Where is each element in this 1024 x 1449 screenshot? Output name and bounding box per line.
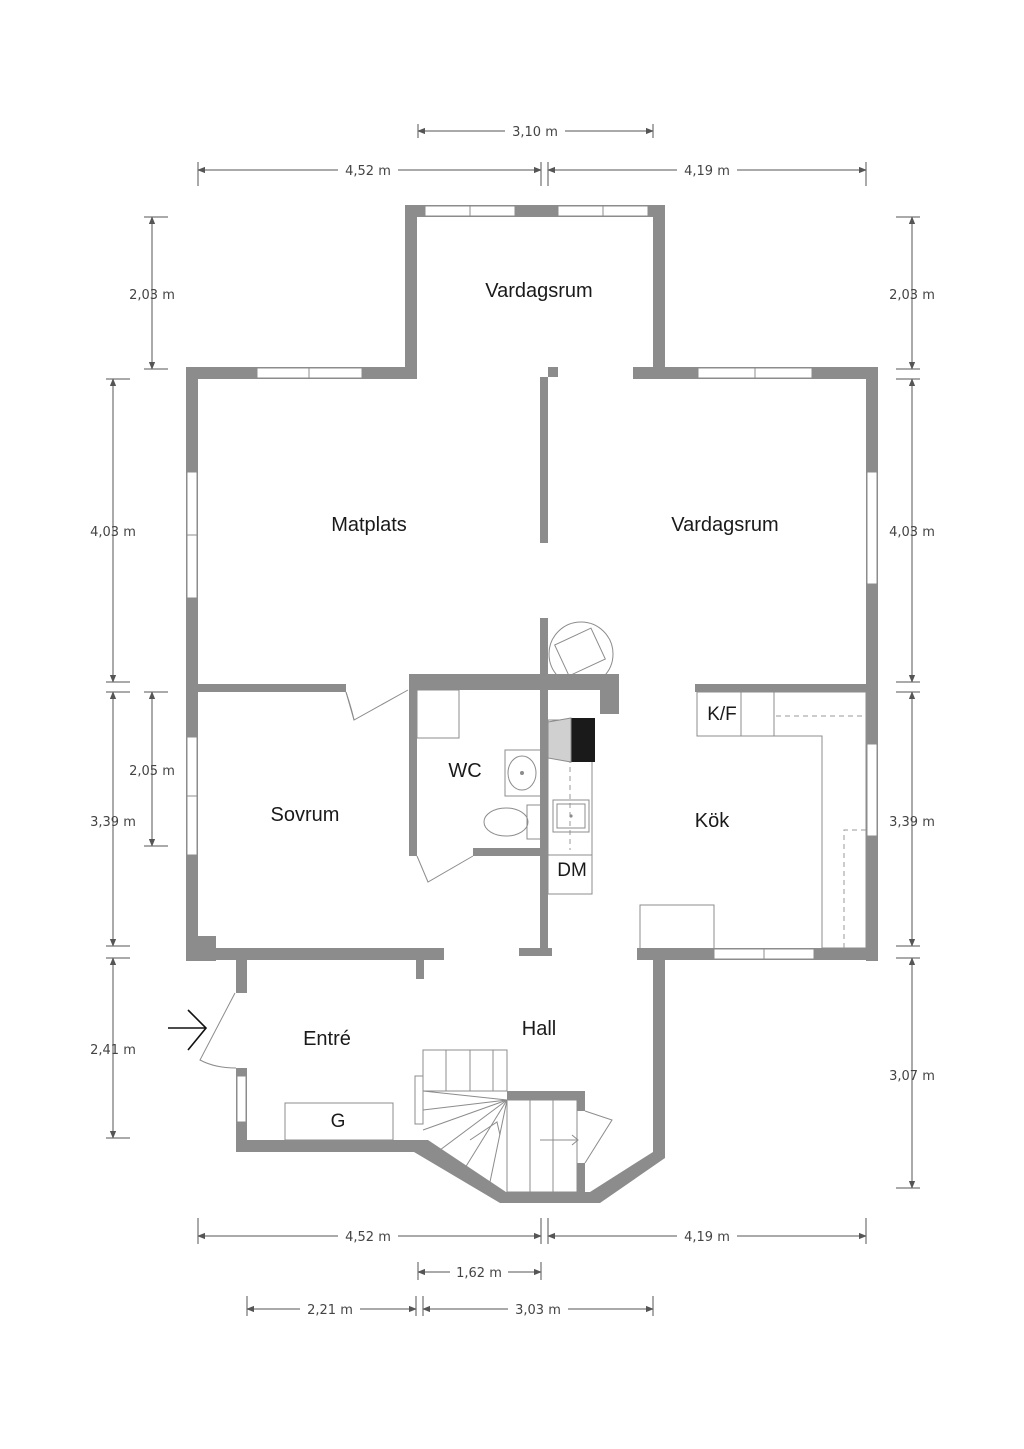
- room-hall: Hall: [522, 1018, 556, 1040]
- dim-left-203: 2,03 m: [129, 288, 175, 303]
- dimension-labels: 3,10 m 4,52 m 4,19 m 2,03 m 2,03 m 4,03 …: [90, 125, 935, 1318]
- windows: [186, 205, 878, 1125]
- dim-left-205: 2,05 m: [129, 764, 175, 779]
- room-vardagsrum-top: Vardagsrum: [485, 280, 592, 302]
- room-sovrum: Sovrum: [271, 804, 340, 826]
- dim-right-203: 2,03 m: [889, 288, 935, 303]
- sink-icon: [504, 749, 544, 797]
- dim-top-310: 3,10 m: [512, 125, 558, 140]
- room-wc: WC: [448, 760, 481, 782]
- label-g: G: [331, 1111, 346, 1132]
- toilet-icon: [483, 804, 542, 840]
- fixtures: [284, 621, 867, 1193]
- room-entre: Entré: [303, 1028, 351, 1050]
- dim-right-403: 4,03 m: [889, 525, 935, 540]
- dim-top-419: 4,19 m: [684, 164, 730, 179]
- dimension-lines: [106, 124, 920, 1316]
- chair-icon: [548, 621, 614, 687]
- room-labels: Vardagsrum Matplats Vardagsrum Sovrum WC…: [271, 280, 779, 1132]
- kitchen-sink-icon: [552, 799, 590, 833]
- doors: [199, 689, 613, 1164]
- dim-bottom-221: 2,21 m: [307, 1303, 353, 1318]
- dim-bottom-452: 4,52 m: [345, 1230, 391, 1245]
- room-vardagsrum: Vardagsrum: [671, 514, 778, 536]
- entrance-arrow-icon: [168, 1009, 208, 1051]
- dim-left-403: 4,03 m: [90, 525, 136, 540]
- dim-bottom-162: 1,62 m: [456, 1266, 502, 1281]
- room-matplats: Matplats: [331, 514, 407, 536]
- dim-right-307: 3,07 m: [889, 1069, 935, 1084]
- stove-icon: [547, 717, 595, 763]
- dim-right-339: 3,39 m: [889, 815, 935, 830]
- dim-top-452: 4,52 m: [345, 164, 391, 179]
- label-dm: DM: [557, 860, 587, 881]
- dim-bottom-303: 3,03 m: [515, 1303, 561, 1318]
- dim-bottom-419: 4,19 m: [684, 1230, 730, 1245]
- room-kok: Kök: [695, 810, 730, 832]
- dim-left-339: 3,39 m: [90, 815, 136, 830]
- dim-left-241: 2,41 m: [90, 1043, 136, 1058]
- label-kf: K/F: [707, 704, 737, 725]
- stairs-icon: [422, 1049, 579, 1193]
